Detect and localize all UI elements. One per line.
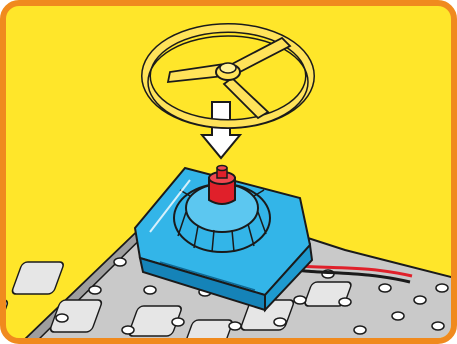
assembly-illustration [0, 0, 457, 344]
